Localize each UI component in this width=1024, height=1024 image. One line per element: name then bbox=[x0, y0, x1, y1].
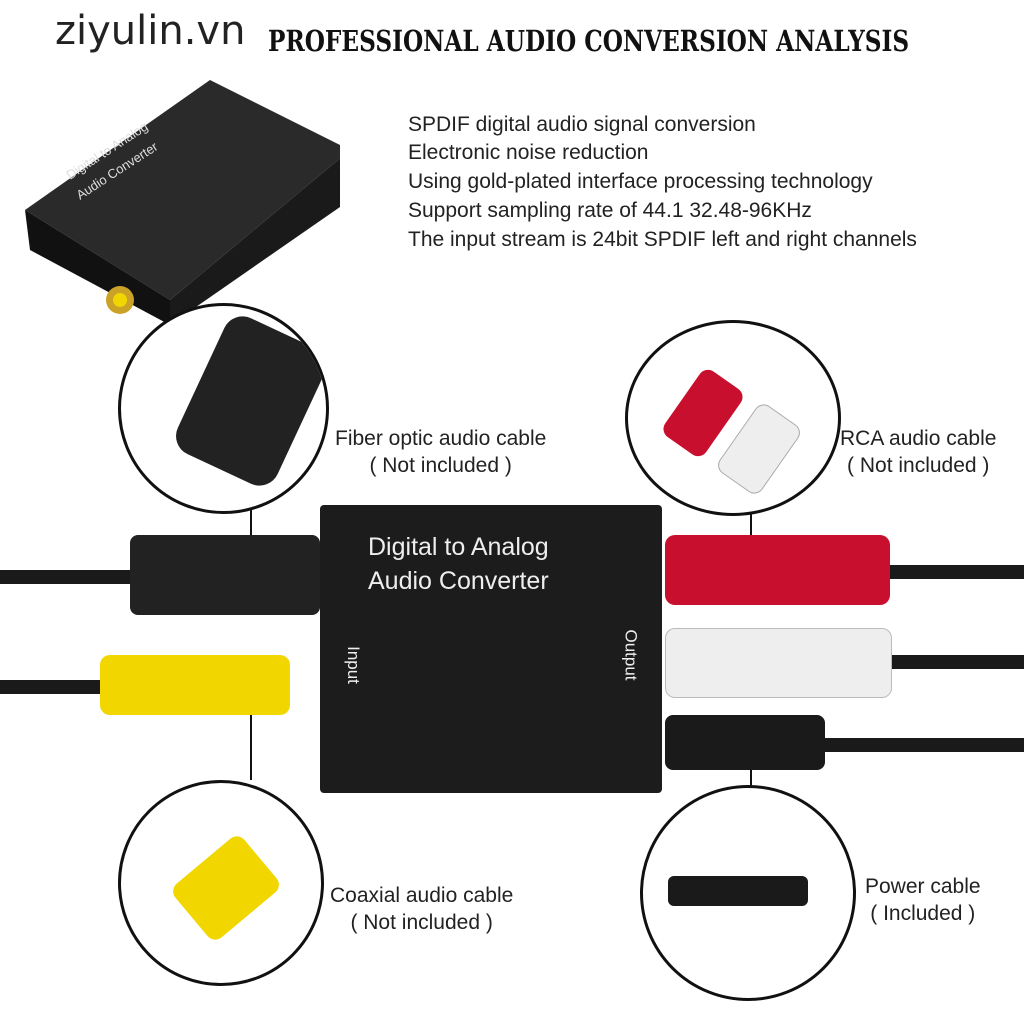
leader-line bbox=[750, 510, 752, 540]
converter-photo: Digital to Analog Audio Converter bbox=[25, 80, 340, 325]
power-name: Power cable bbox=[865, 875, 981, 898]
rca-white-cable bbox=[880, 655, 1024, 669]
leader-line bbox=[750, 760, 752, 790]
output-label: Output bbox=[621, 629, 641, 681]
rca-red-plug bbox=[665, 535, 890, 605]
input-label: Input bbox=[343, 646, 363, 684]
fiber-plug bbox=[130, 535, 320, 615]
coaxial-callout-circle bbox=[118, 780, 324, 986]
rca-red-cable bbox=[880, 565, 1024, 579]
coaxial-note: ( Not included ) bbox=[350, 911, 493, 934]
coaxial-cable bbox=[0, 680, 110, 694]
page-title: PROFESSIONAL AUDIO CONVERSION ANALYSIS bbox=[268, 24, 910, 58]
power-note: ( Included ) bbox=[870, 902, 976, 925]
fiber-name: Fiber optic audio cable bbox=[335, 427, 547, 450]
feature-1: SPDIF digital audio signal conversion bbox=[408, 113, 756, 136]
device-label-line1: Digital to Analog bbox=[368, 533, 549, 561]
coaxial-plug bbox=[100, 655, 290, 715]
watermark: ziyulin.vn bbox=[55, 8, 246, 54]
feature-4: Support sampling rate of 44.1 32.48-96KH… bbox=[408, 199, 812, 222]
feature-2: Electronic noise reduction bbox=[408, 141, 649, 164]
device-label-line2: Audio Converter bbox=[368, 567, 549, 595]
power-callout-circle bbox=[640, 785, 856, 1001]
power-callout-label: Power cable ( Included ) bbox=[865, 873, 981, 927]
rca-callout-circle bbox=[625, 320, 841, 516]
coaxial-callout-label: Coaxial audio cable ( Not included ) bbox=[330, 882, 513, 936]
power-cable bbox=[820, 738, 1024, 752]
feature-3: Using gold-plated interface processing t… bbox=[408, 170, 873, 193]
fiber-callout-label: Fiber optic audio cable ( Not included ) bbox=[335, 425, 546, 479]
leader-line bbox=[250, 700, 252, 780]
coaxial-name: Coaxial audio cable bbox=[330, 884, 514, 907]
fiber-callout-circle bbox=[118, 303, 329, 514]
rca-white-plug bbox=[665, 628, 892, 698]
fiber-note: ( Not included ) bbox=[369, 454, 512, 477]
power-connector-icon bbox=[668, 876, 808, 906]
power-plug bbox=[665, 715, 825, 770]
fiber-connector-icon bbox=[169, 309, 326, 493]
converter-device: Digital to Analog Audio Converter Input … bbox=[320, 505, 662, 793]
leader-line bbox=[250, 505, 252, 545]
fiber-cable bbox=[0, 570, 140, 584]
rca-callout-label: RCA audio cable ( Not included ) bbox=[840, 425, 996, 479]
coaxial-connector-icon bbox=[169, 832, 283, 944]
feature-5: The input stream is 24bit SPDIF left and… bbox=[408, 228, 917, 251]
rca-note: ( Not included ) bbox=[847, 454, 990, 477]
rca-name: RCA audio cable bbox=[840, 427, 997, 450]
